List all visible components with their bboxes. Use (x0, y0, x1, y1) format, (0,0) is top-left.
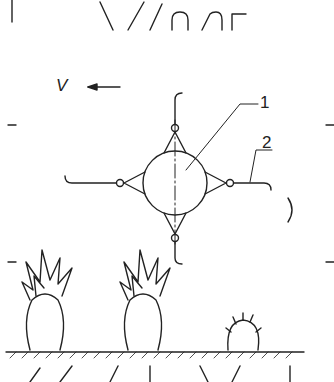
rotor-arms (65, 93, 271, 264)
velocity-label: V (56, 77, 67, 94)
leader-lines (186, 104, 272, 182)
ground (6, 352, 304, 358)
velocity-arrow (88, 84, 120, 90)
callout-number: 2 (262, 134, 271, 151)
callout-number: 1 (260, 94, 269, 111)
border-fragments (8, 0, 334, 382)
center-axis (175, 120, 176, 245)
bracket-mark (288, 198, 292, 222)
rotor-disc (143, 151, 207, 215)
plants (22, 250, 261, 350)
